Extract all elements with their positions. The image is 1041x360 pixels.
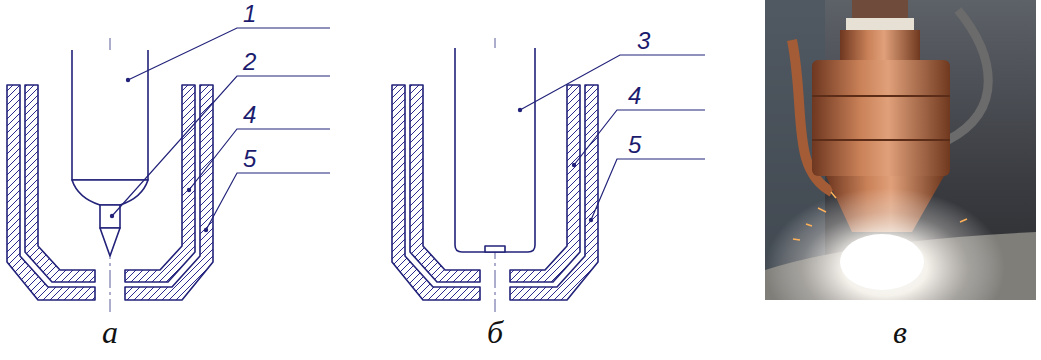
photo-sparks	[793, 192, 967, 240]
photo-band	[846, 18, 914, 30]
panel-letter: б	[487, 316, 503, 348]
cup-electrode	[455, 48, 535, 252]
photo-cable	[852, 0, 908, 20]
leader-line	[520, 55, 705, 110]
leader-dot	[204, 228, 208, 232]
leader-dot	[110, 214, 114, 218]
electrode-tip	[100, 228, 120, 256]
callout-number: 4	[243, 103, 256, 127]
callout-number: 1	[243, 2, 256, 26]
spark	[793, 239, 800, 240]
photo-body	[812, 60, 950, 176]
photo-ring	[812, 96, 950, 140]
electrode-insert	[485, 246, 505, 252]
torch-section-b	[392, 38, 598, 312]
callout-number: 4	[628, 84, 641, 108]
leader-dot	[126, 78, 130, 82]
photo-glow	[765, 188, 1005, 300]
leader-line	[189, 129, 330, 190]
callout-number: 3	[637, 29, 650, 53]
panel-letter: в	[893, 316, 907, 348]
leader-dots-a	[110, 78, 208, 232]
leader-lines-a	[112, 28, 330, 230]
leader-line	[112, 76, 330, 216]
photo-glow	[840, 234, 924, 290]
photo-hose	[948, 10, 988, 140]
electrode-taper	[72, 180, 148, 205]
leader-dot	[187, 188, 191, 192]
callout-number: 2	[243, 50, 256, 74]
leader-dot	[518, 108, 522, 112]
spark	[806, 224, 812, 226]
leader-dot	[589, 218, 593, 222]
spark	[831, 192, 836, 198]
torch-photo	[765, 0, 1036, 300]
leader-dots-b	[518, 108, 593, 222]
torch-section-a	[7, 38, 213, 312]
spark	[818, 208, 826, 212]
electrode-insert	[100, 205, 120, 228]
leader-line	[574, 110, 705, 165]
leader-line	[128, 28, 330, 80]
leader-dot	[572, 163, 576, 167]
leader-line	[206, 173, 330, 230]
photo-body	[840, 30, 920, 62]
leader-line	[591, 159, 705, 220]
panel-letter: а	[102, 316, 118, 348]
leader-lines-b	[520, 55, 705, 220]
callout-number: 5	[243, 147, 256, 171]
electrode	[72, 50, 148, 180]
callout-number: 5	[628, 133, 641, 157]
spark	[960, 219, 967, 222]
